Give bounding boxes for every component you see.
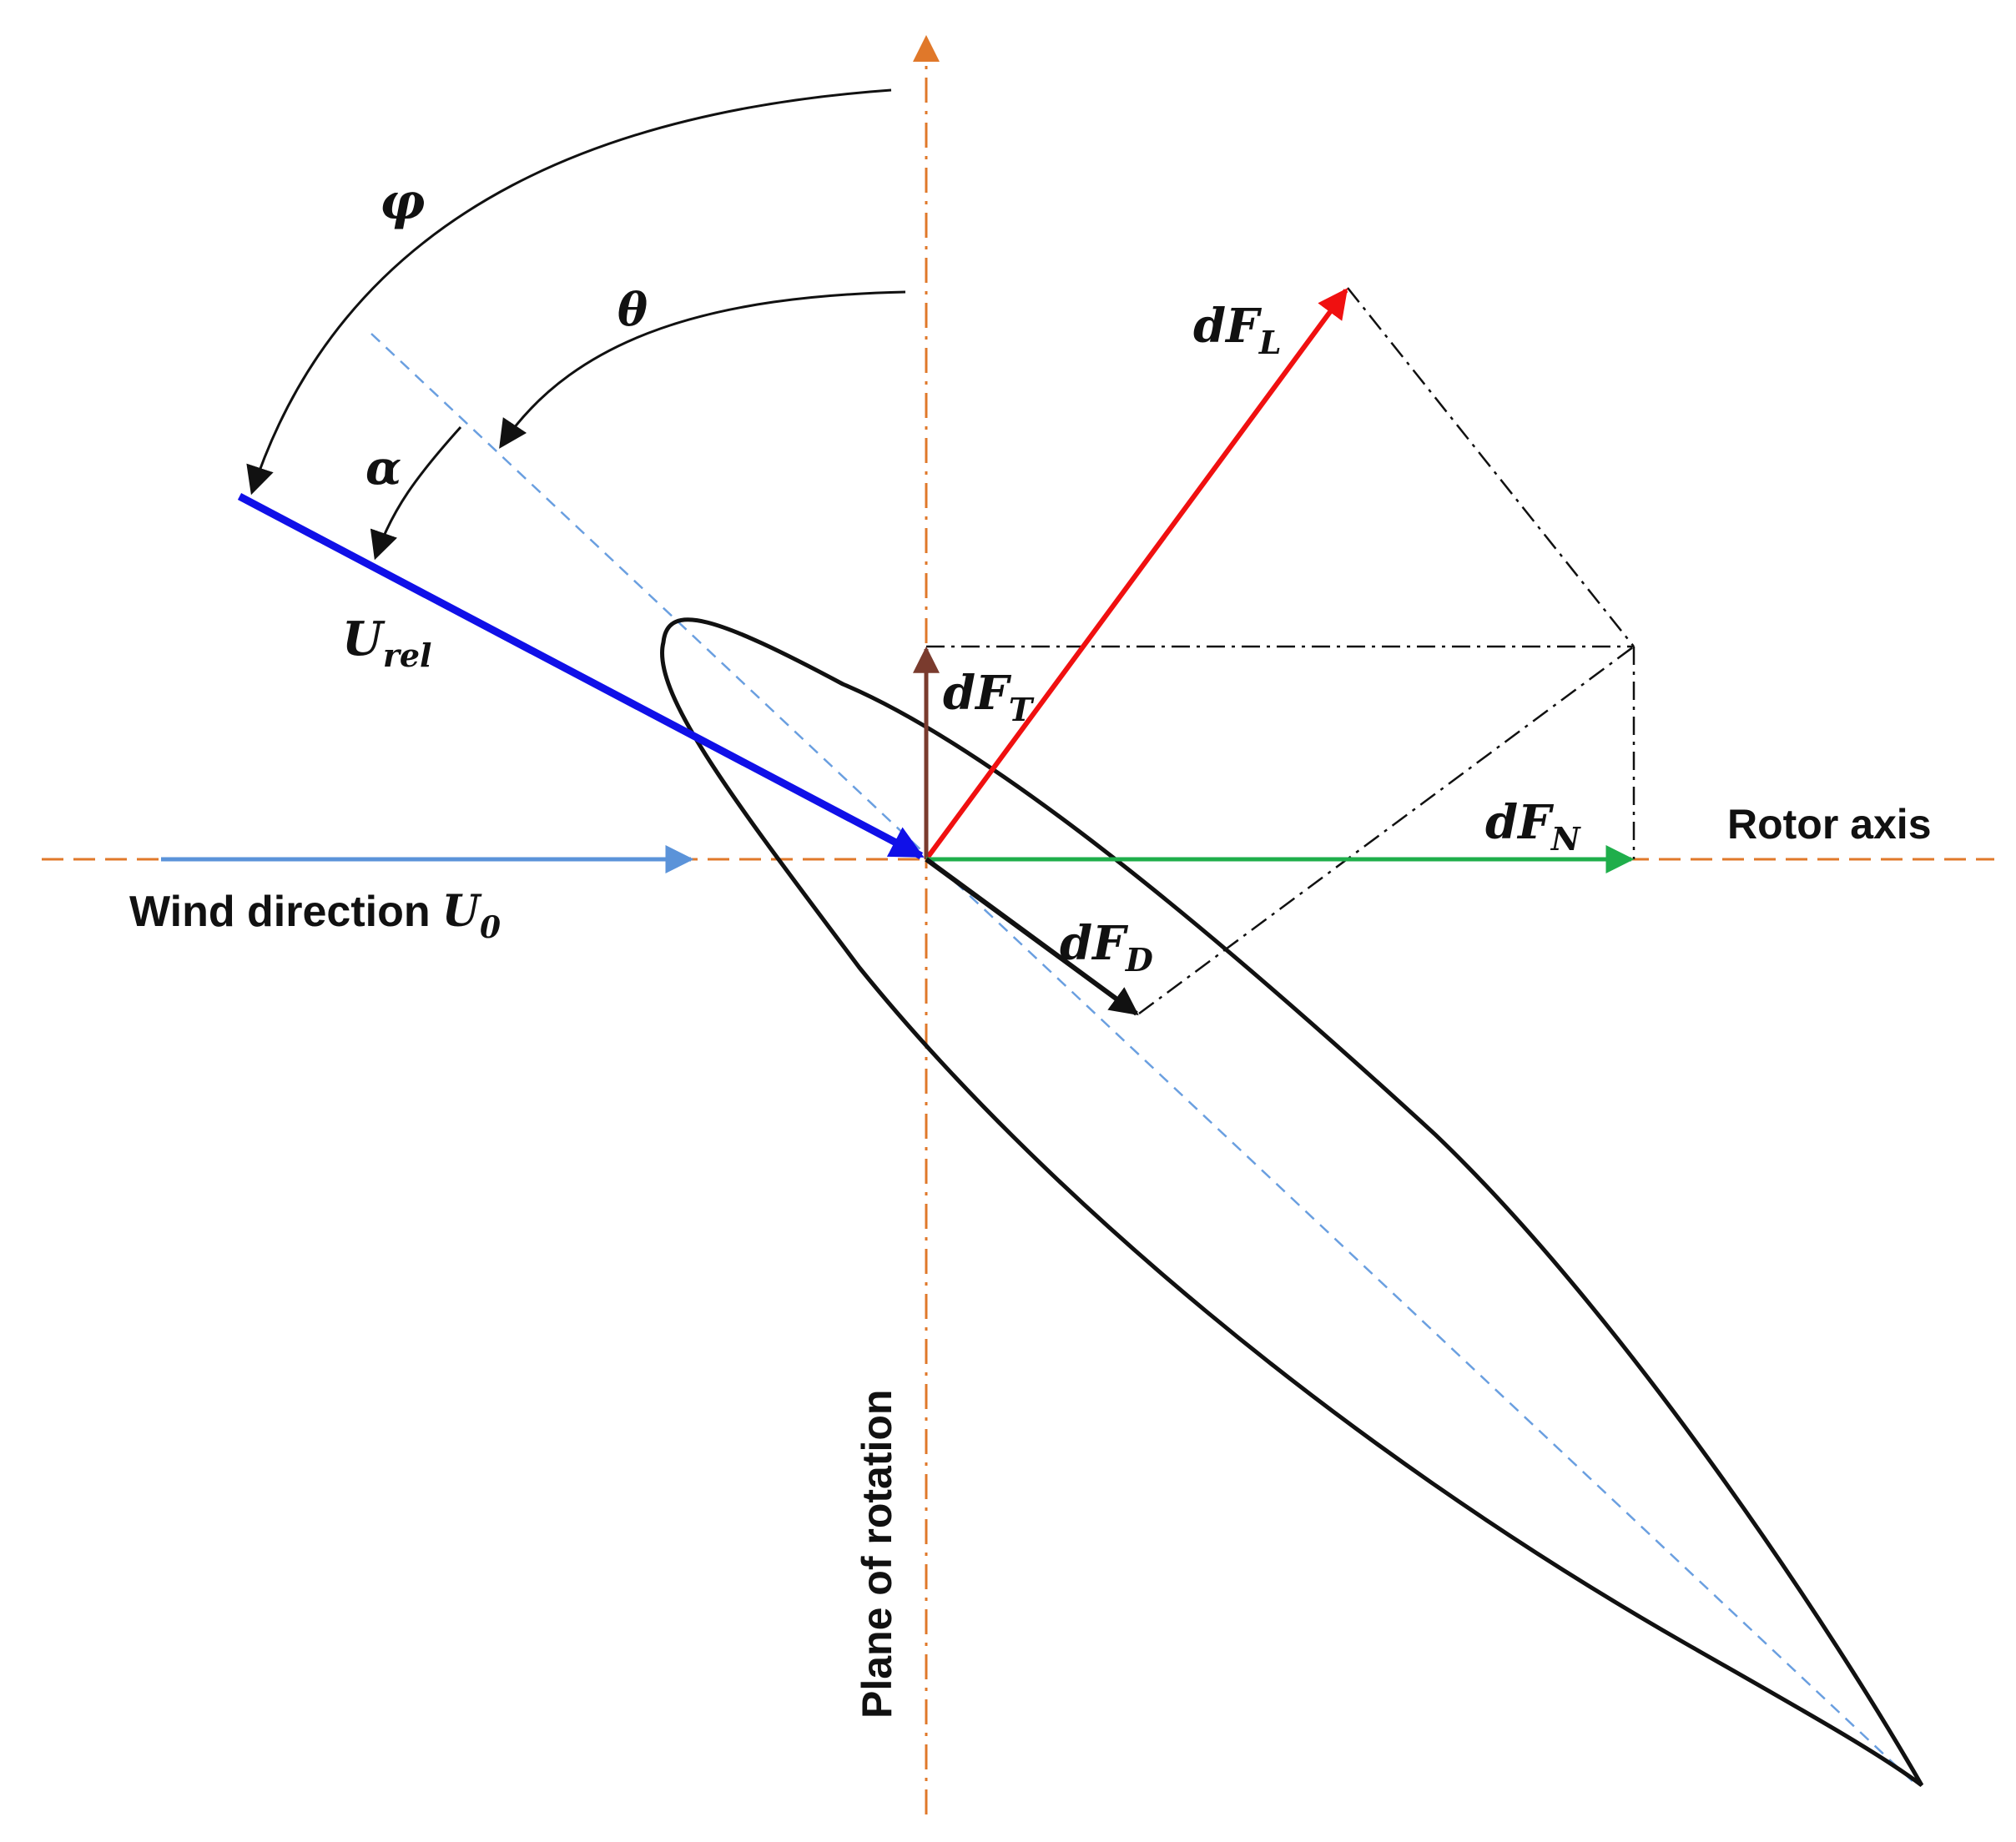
- alpha-label: α: [365, 440, 401, 496]
- chord-line: [370, 333, 1916, 1784]
- construction-drag-to-corner: [1138, 645, 1635, 1015]
- theta-arc: [499, 290, 906, 449]
- urel-vector: [237, 493, 925, 859]
- tangential-force-label: dFT: [943, 666, 1035, 728]
- normal-force-label: dFN: [1485, 795, 1581, 858]
- alpha-arc: [370, 425, 462, 561]
- phi-arc: [246, 88, 892, 496]
- plane-of-rotation-arrowhead: [913, 35, 940, 62]
- theta-label: θ: [617, 283, 648, 336]
- urel-label: Urel: [342, 611, 431, 674]
- drag-force-vector: [925, 857, 1139, 1016]
- drag-force-label: dFD: [1060, 916, 1153, 979]
- plane-of-rotation-label: Plane of rotation: [854, 1390, 900, 1719]
- lift-force-label: dFL: [1193, 299, 1282, 361]
- rotor-axis-label: Rotor axis: [1727, 801, 1932, 848]
- force-construction-lines: [926, 287, 1635, 1015]
- phi-label: φ: [380, 173, 425, 231]
- construction-lift-to-corner: [1347, 287, 1635, 647]
- lift-force-vector: [924, 288, 1348, 861]
- airfoil-outline: [660, 617, 1924, 1787]
